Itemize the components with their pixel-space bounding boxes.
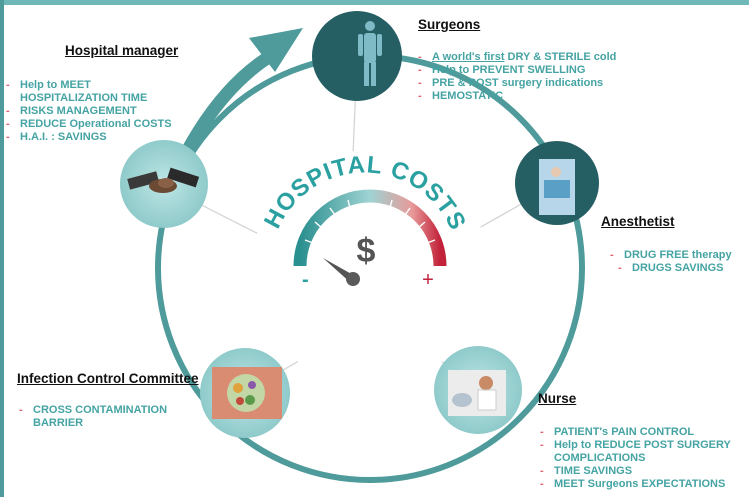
surgeons-list: A world's first DRY & STERILE cold Help … (418, 51, 616, 103)
hospital-manager-title: Hospital manager (65, 43, 179, 58)
anesthetist-title: Anesthetist (601, 214, 675, 229)
plus-sign: + (422, 269, 434, 291)
list-item-line: Help to REDUCE POST SURGERY (554, 439, 731, 451)
nurse-photo-icon (448, 370, 506, 416)
surgeons-title: Surgeons (418, 17, 481, 32)
list-item: PRE & POST surgery indications (418, 77, 616, 90)
list-item: H.A.I. : SAVINGS (6, 131, 172, 144)
list-item-rest: DRY & STERILE cold (504, 51, 617, 63)
hospital-manager-node (120, 140, 208, 228)
list-item: HEMOSTATIC (418, 90, 616, 103)
left-accent-bar (0, 0, 4, 497)
list-item-line: BARRIER (33, 417, 84, 429)
nurse-node (434, 346, 522, 434)
surgeons-node (312, 11, 402, 101)
list-item: PATIENT's PAIN CONTROL (540, 426, 731, 439)
list-item: REDUCE Operational COSTS (6, 118, 172, 131)
hospital-costs-gauge (252, 150, 488, 386)
handshake-icon (127, 167, 200, 193)
list-item: Help to PREVENT SWELLING (418, 64, 616, 77)
anesthetist-node (515, 141, 599, 225)
list-item: TIME SAVINGS (540, 465, 731, 478)
top-accent-bar (0, 0, 749, 5)
nurse-list: PATIENT's PAIN CONTROL Help to REDUCE PO… (540, 426, 731, 491)
nurse-title: Nurse (538, 391, 577, 406)
dollar-symbol: $ (357, 232, 376, 270)
surgeon-figure-icon (358, 21, 382, 86)
infection-control-title: Infection Control Committee (17, 371, 199, 386)
list-item-line: CROSS CONTAMINATION (33, 404, 168, 416)
cycle-arrowhead (249, 28, 303, 72)
list-item: DRUG FREE therapy (610, 249, 732, 262)
list-item: MEET Surgeons EXPECTATIONS (540, 478, 731, 491)
list-item: A world's first DRY & STERILE cold (418, 51, 616, 64)
infection-control-node (200, 348, 290, 438)
anesthetist-list: DRUG FREE therapy DRUGS SAVINGS (610, 249, 732, 275)
list-item-line: Help to MEET (20, 79, 91, 91)
list-item-line: HOSPITALIZATION TIME (20, 92, 148, 104)
first-text: A world's first (432, 51, 505, 63)
list-item: DRUGS SAVINGS (618, 262, 732, 275)
list-item: RISKS MANAGEMENT (6, 105, 172, 118)
list-item-line: COMPLICATIONS (554, 452, 646, 464)
minus-sign: - (302, 269, 309, 291)
